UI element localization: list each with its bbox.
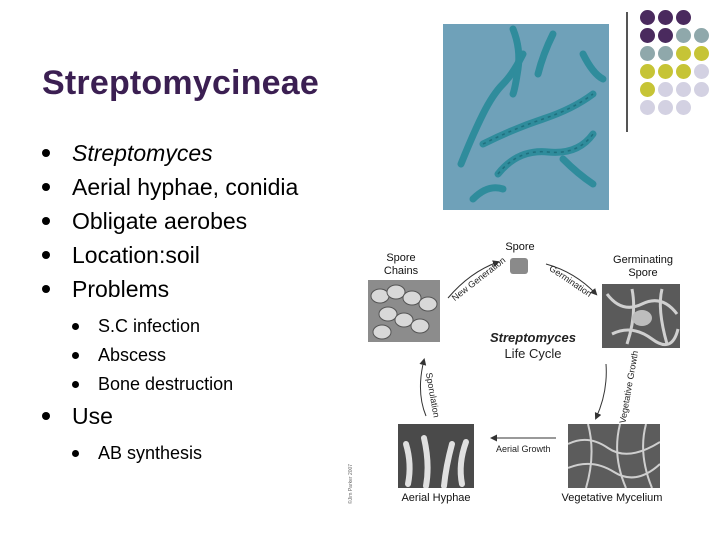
- life-cycle-diagram: Spore Spore Chains Germinating Spore: [348, 232, 720, 532]
- bullet-text: Streptomyces: [72, 140, 213, 166]
- spore-chains-image: [368, 280, 440, 342]
- spore-image: [510, 258, 528, 274]
- decorative-dot: [658, 46, 673, 61]
- bullet-dot-icon: [42, 217, 50, 225]
- bullet-dot-icon: [42, 285, 50, 293]
- decorative-dot-grid: [640, 10, 716, 122]
- sub-bullet-item: S.C infection: [40, 312, 380, 341]
- decorative-dot: [658, 64, 673, 79]
- slide-title: Streptomycineae: [42, 64, 319, 102]
- decorative-dot: [676, 28, 691, 43]
- vegetative-mycelium-label: Vegetative Mycelium: [561, 492, 663, 504]
- bullet-text: Obligate aerobes: [72, 208, 248, 234]
- aerial-hyphae-image: [398, 424, 474, 488]
- spore-chains-label-line: Spore: [386, 252, 416, 264]
- decorative-dot: [694, 46, 709, 61]
- image-credit: ©Jim Parker 2007: [348, 463, 354, 504]
- decorative-dot: [640, 46, 655, 61]
- bullet-dot-icon: [42, 251, 50, 259]
- decorative-dot: [676, 82, 691, 97]
- sub-bullet-item: Abscess: [40, 341, 380, 370]
- bullet-item: Problems: [40, 272, 380, 306]
- bullet-item: Location:soil: [40, 238, 380, 272]
- bullet-dot-icon: [72, 323, 79, 330]
- spore-chains-label-line: Chains: [383, 265, 419, 277]
- decorative-dot: [640, 10, 655, 25]
- germinating-label-line: Germinating: [613, 254, 673, 266]
- decorative-divider: [626, 12, 628, 132]
- sub-bullet-text: AB synthesis: [98, 443, 203, 463]
- bullet-text: Location:soil: [72, 242, 200, 268]
- cycle-arrows: [419, 260, 607, 442]
- decorative-dot: [658, 10, 673, 25]
- decorative-dot: [640, 100, 655, 115]
- bullet-dot-icon: [42, 183, 50, 191]
- decorative-dot: [640, 28, 655, 43]
- decorative-dot: [694, 82, 709, 97]
- germinating-spore-image: [602, 284, 680, 348]
- decorative-dot: [676, 64, 691, 79]
- bullet-dot-icon: [72, 450, 79, 457]
- life-cycle-title: Streptomyces Life Cycle: [473, 330, 593, 362]
- sub-bullet-text: Abscess: [98, 345, 167, 365]
- aerial-hyphae-label: Aerial Hyphae: [401, 492, 471, 504]
- decorative-dot: [658, 82, 673, 97]
- bullet-text: Problems: [72, 276, 170, 302]
- decorative-dot: [676, 10, 691, 25]
- germinating-spore-label: Germinating Spore: [604, 254, 682, 280]
- bullet-dot-icon: [72, 352, 79, 359]
- bullet-text: Aerial hyphae, conidia: [72, 174, 299, 200]
- bullet-list: Streptomyces Aerial hyphae, conidia Obli…: [40, 136, 380, 468]
- micrograph-drawing: [443, 24, 609, 210]
- bullet-item: Use: [40, 399, 380, 433]
- decorative-dot: [676, 46, 691, 61]
- bullet-item: Obligate aerobes: [40, 204, 380, 238]
- bullet-dot-icon: [72, 381, 79, 388]
- sub-bullet-text: S.C infection: [98, 316, 201, 336]
- spore-chains-label: Spore Chains: [376, 252, 426, 278]
- spore-label: Spore: [505, 241, 535, 253]
- sub-bullet-item: AB synthesis: [40, 439, 380, 468]
- germinating-label-line: Spore: [628, 267, 658, 279]
- life-cycle-title-line: Streptomyces: [490, 330, 576, 345]
- life-cycle-title-line: Life Cycle: [504, 346, 562, 361]
- decorative-dot: [694, 28, 709, 43]
- streptomyces-micrograph-image: [443, 24, 609, 210]
- bullet-item: Streptomyces: [40, 136, 380, 170]
- decorative-dot: [640, 64, 655, 79]
- bullet-item: Aerial hyphae, conidia: [40, 170, 380, 204]
- aerial-growth-label: Aerial Growth: [496, 444, 551, 454]
- decorative-dot: [694, 64, 709, 79]
- bullet-dot-icon: [42, 412, 50, 420]
- sub-bullet-item: Bone destruction: [40, 370, 380, 399]
- decorative-dot: [640, 82, 655, 97]
- bullet-dot-icon: [42, 149, 50, 157]
- sub-bullet-text: Bone destruction: [98, 374, 234, 394]
- decorative-dot: [676, 100, 691, 115]
- decorative-dot: [658, 28, 673, 43]
- bullet-text: Use: [72, 403, 113, 429]
- vegetative-mycelium-image: [568, 424, 660, 488]
- decorative-dot: [658, 100, 673, 115]
